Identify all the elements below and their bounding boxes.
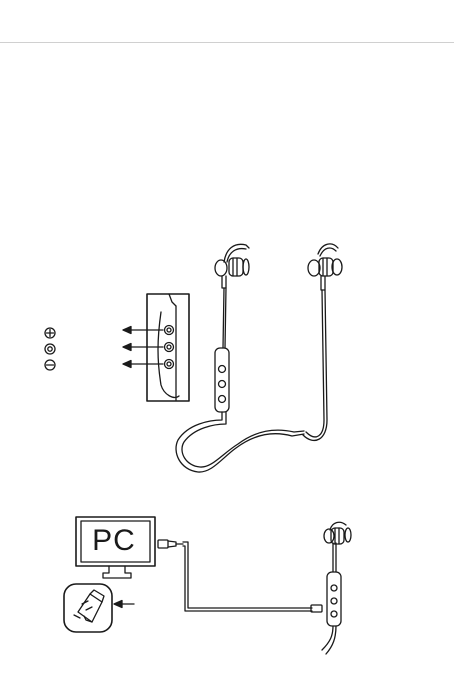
- volume-up-icon: [45, 328, 55, 338]
- charger-arrow: [114, 601, 134, 608]
- usb-plug-icon: [158, 540, 183, 548]
- play-pause-icon: [45, 344, 55, 354]
- monitor-label: PC: [82, 524, 146, 558]
- wall-charger-icon: [64, 584, 112, 632]
- earphones-illustration: [176, 244, 342, 472]
- left-earbud-icon: [215, 244, 249, 288]
- button-arrows: [123, 327, 163, 368]
- charging-cable: [183, 542, 312, 608]
- charging-earbud-icon: [322, 522, 351, 654]
- right-earbud-icon: [308, 244, 342, 290]
- volume-down-icon: [45, 360, 55, 370]
